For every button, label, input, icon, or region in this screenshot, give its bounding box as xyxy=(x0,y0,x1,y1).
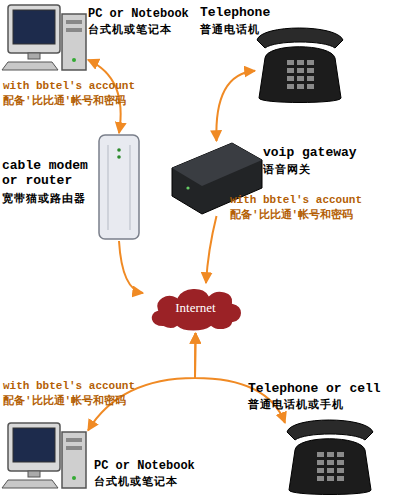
gateway-led xyxy=(186,186,189,189)
connector-arrow xyxy=(119,241,143,293)
node-text: 语音网关 xyxy=(263,164,311,177)
telephone-illustration xyxy=(257,28,343,103)
computer-illustration xyxy=(2,423,86,488)
node-text: PC or Notebook xyxy=(88,8,189,22)
router-body xyxy=(99,135,139,239)
node-text: 宽带猫或路由器 xyxy=(2,193,86,206)
account-note: with bbtel's account xyxy=(230,194,362,207)
node-text: 普通电话机或手机 xyxy=(248,399,344,412)
node-text: Internet xyxy=(143,283,248,333)
node-text: Telephone xyxy=(200,6,270,21)
gateway-top xyxy=(172,143,262,186)
router-node: cable modem or router宽带猫或路由器 xyxy=(97,133,141,241)
router-groove xyxy=(108,145,109,230)
node-text: voip gateway xyxy=(263,146,357,161)
node-text: 台式机或笔记本 xyxy=(94,476,178,489)
telephone-illustration xyxy=(287,420,373,495)
account-note: with bbtel's account xyxy=(3,80,135,93)
computer-illustration xyxy=(2,5,86,70)
router-led xyxy=(117,155,121,159)
node-text: 台式机或笔记本 xyxy=(88,24,172,37)
telephone-node: Telephone or cell普通电话机或手机 xyxy=(285,410,375,496)
router-led xyxy=(117,148,121,152)
account-note: 配备'比比通'帐号和密码 xyxy=(3,395,126,408)
node-text: 普通电话机 xyxy=(200,24,260,37)
node-text: cable modem or router xyxy=(2,159,94,189)
account-note: with bbtel's account xyxy=(3,380,135,393)
account-note: 配备'比比通'帐号和密码 xyxy=(3,95,126,108)
computer-node: PC or Notebook台式机或笔记本 xyxy=(2,420,88,490)
connector-arrow xyxy=(206,216,217,283)
internet-cloud: Internet xyxy=(143,283,248,333)
telephone-node: Telephone普通电话机 xyxy=(255,18,345,106)
account-note: 配备'比比通'帐号和密码 xyxy=(230,209,353,222)
computer-node: PC or Notebook台式机或笔记本 xyxy=(2,2,88,70)
connector-arrow xyxy=(216,71,255,141)
node-text: Telephone or cell xyxy=(248,382,381,397)
router-groove xyxy=(130,145,131,230)
node-text: PC or Notebook xyxy=(94,460,195,474)
